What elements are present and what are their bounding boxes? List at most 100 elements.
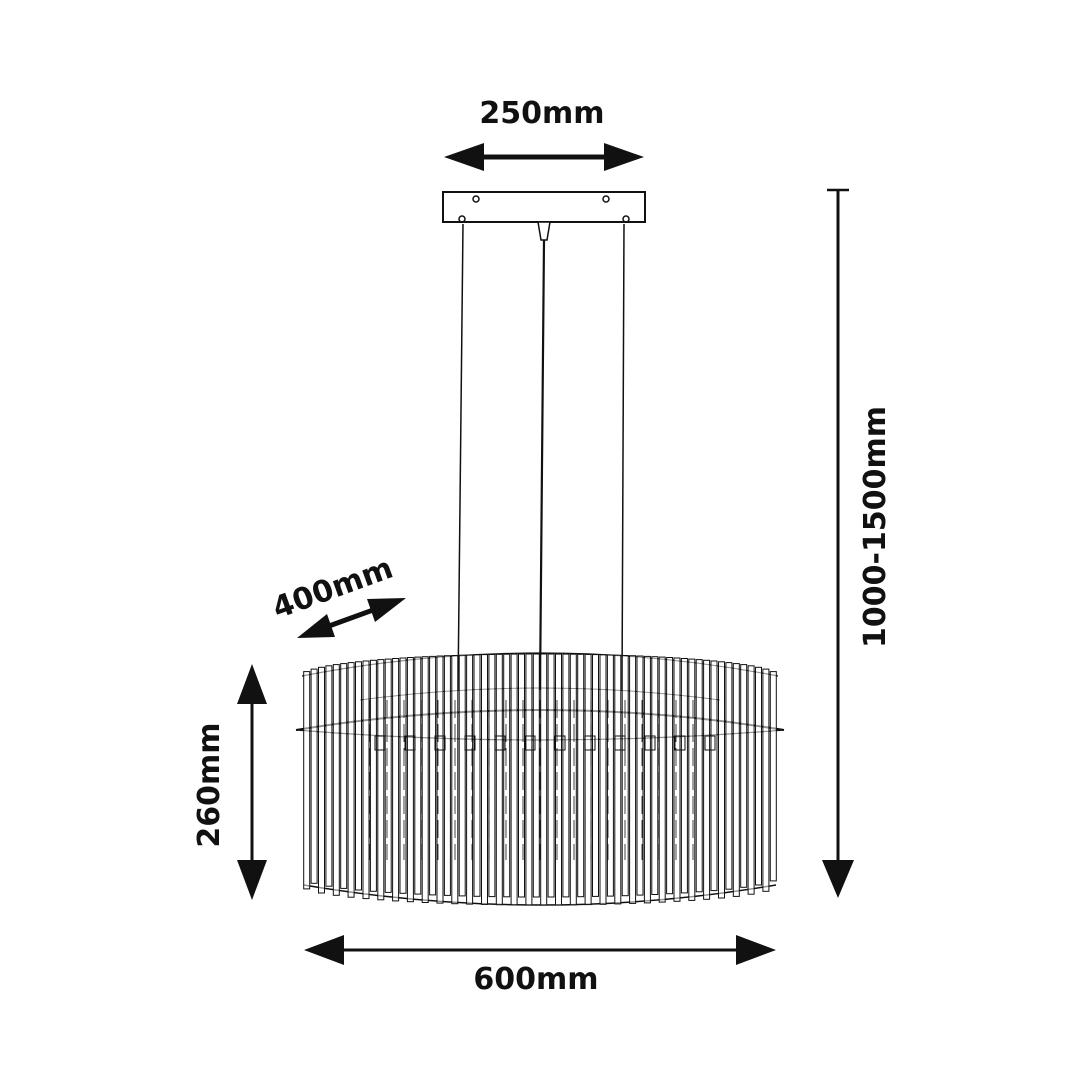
cable-gland xyxy=(537,221,551,241)
crystal-rod xyxy=(384,658,392,893)
crystal-rod xyxy=(562,653,570,898)
crystal-rod xyxy=(592,654,599,897)
crystal-rod xyxy=(340,663,348,889)
crystal-rod xyxy=(369,659,377,892)
body-width-arrowhead-right xyxy=(736,935,776,965)
crystal-rod xyxy=(303,671,311,890)
overall-height-dimension xyxy=(822,188,854,898)
crystal-rod xyxy=(355,661,362,891)
bulb-holder xyxy=(644,735,656,751)
crystal-rod xyxy=(377,659,385,901)
suspension-wire-right xyxy=(621,223,625,691)
canopy-hole-right xyxy=(622,215,630,223)
crystal-rod xyxy=(643,655,651,904)
crystal-rod xyxy=(466,654,474,905)
crystal-rod xyxy=(406,657,414,903)
crystal-rod xyxy=(392,658,400,902)
crystal-rod xyxy=(636,655,644,896)
bulb-holder xyxy=(434,735,446,751)
crystal-rod xyxy=(666,657,674,895)
canopy-width-label: 250mm xyxy=(479,96,605,131)
crystal-rod xyxy=(421,656,429,904)
crystal-rod xyxy=(762,668,770,892)
crystal-rod xyxy=(606,654,614,897)
crystal-rod xyxy=(614,654,622,905)
body-height-label: 260mm xyxy=(192,722,227,848)
depth-arrowhead-left xyxy=(297,614,335,638)
ceiling-canopy xyxy=(442,191,646,241)
crystal-rod xyxy=(436,655,444,904)
crystal-rod xyxy=(518,653,525,898)
bulb-holder xyxy=(524,735,536,751)
bulb-holder xyxy=(464,735,476,751)
crystal-rod xyxy=(577,653,585,898)
body-width-dimension xyxy=(304,935,776,965)
crystal-rod xyxy=(584,654,592,906)
crystal-rod xyxy=(755,666,762,886)
crystal-rod xyxy=(458,654,466,897)
bulb-holder xyxy=(374,735,386,751)
crystal-rod xyxy=(532,653,540,898)
crystal-rod xyxy=(680,658,688,894)
crystal-rod xyxy=(651,656,659,896)
crystal-rod xyxy=(429,655,437,896)
power-cord xyxy=(538,239,546,691)
crystal-rod xyxy=(629,655,637,904)
suspension-wire-left xyxy=(457,223,464,691)
right-arrowhead xyxy=(604,143,644,171)
crystal-rod xyxy=(732,663,740,897)
crystal-rod xyxy=(725,662,733,890)
body-height-dimension xyxy=(237,664,267,900)
crystal-rod xyxy=(710,660,718,892)
crystal-rod xyxy=(503,653,511,898)
crystal-rod xyxy=(414,656,422,895)
bulb-holder xyxy=(554,735,566,751)
body-width-label: 600mm xyxy=(473,962,599,997)
suspension-cables xyxy=(457,223,625,691)
crystal-rod xyxy=(673,657,681,902)
crystal-rod xyxy=(318,666,325,894)
crystal-rod xyxy=(495,653,503,906)
overall-height-arrowhead xyxy=(822,860,854,898)
depth-dimension xyxy=(297,598,406,638)
crystal-rod xyxy=(473,654,481,897)
crystal-rod xyxy=(525,653,533,906)
crystal-rod xyxy=(399,657,407,894)
crystal-rod xyxy=(769,671,777,882)
bulb-holder xyxy=(614,735,626,751)
crystal-rod xyxy=(443,655,451,896)
crystal-rod xyxy=(540,653,548,906)
crystal-rod xyxy=(688,658,696,901)
crystal-rod xyxy=(481,654,488,905)
crystal-rod xyxy=(325,665,333,887)
crystal-rod xyxy=(332,664,340,896)
crystal-rod xyxy=(703,659,711,900)
body-height-arrowhead-bottom xyxy=(237,860,267,900)
crystal-rod xyxy=(599,654,607,905)
bulb-holder xyxy=(404,735,416,751)
crystal-rod xyxy=(510,653,518,906)
chandelier-drum xyxy=(295,652,785,906)
crystal-rod xyxy=(569,653,577,906)
crystal-rod xyxy=(310,668,318,884)
crystal-rod xyxy=(488,654,496,898)
bulb-holder xyxy=(584,735,596,751)
overall-height-label: 1000-1500mm xyxy=(858,406,893,648)
canopy-width-dimension xyxy=(444,143,644,171)
canopy-screw-left xyxy=(472,195,480,203)
left-arrowhead xyxy=(444,143,484,171)
canopy-screw-right xyxy=(602,195,610,203)
crystal-rod xyxy=(362,660,370,900)
crystal-rod xyxy=(695,659,703,893)
crystal-rod xyxy=(555,653,562,906)
crystal-rod xyxy=(740,664,748,888)
bulb-holder xyxy=(674,735,686,751)
crystal-rod xyxy=(547,653,555,898)
body-width-arrowhead-left xyxy=(304,935,344,965)
crystal-rod xyxy=(658,656,666,903)
bulb-holder xyxy=(704,735,716,751)
crystal-rod xyxy=(747,665,755,895)
crystal-rod xyxy=(347,662,355,898)
